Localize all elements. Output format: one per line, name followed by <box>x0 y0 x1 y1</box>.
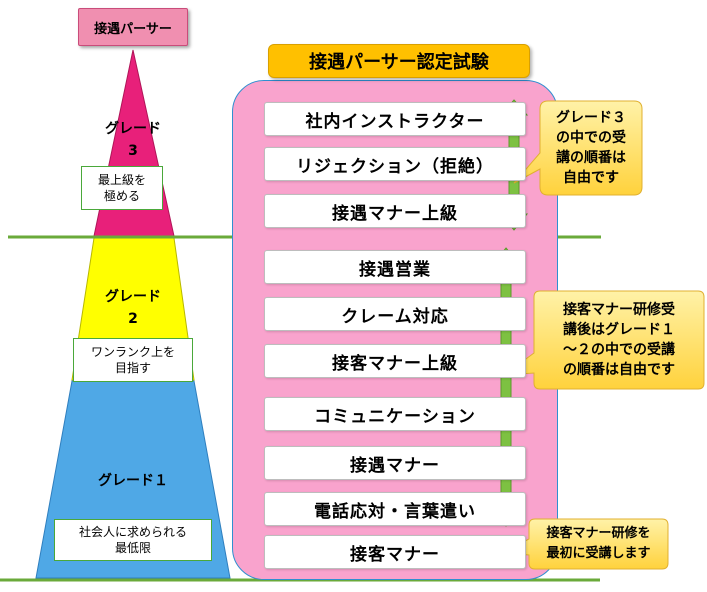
course-hospitality-sales: 接遇営業 <box>264 250 526 284</box>
grade3-label: グレード 3 <box>103 118 163 162</box>
course-customer-manners: 接客マナー <box>264 535 526 569</box>
course-internal-instructor: 社内インストラクター <box>264 102 526 136</box>
grade1-title: グレード１ <box>98 473 168 489</box>
course-complaint-handling: クレーム対応 <box>264 297 526 331</box>
certification-title: 接遇パーサー認定試験 <box>268 44 530 78</box>
grade1-note: 社会人に求められる 最低限 <box>54 519 212 561</box>
grade3-note: 最上級を 極める <box>81 166 163 210</box>
callout-first-text: 接客マナー研修を 最初に受講します <box>546 526 651 561</box>
course-phone-language: 電話応対・言葉遣い <box>264 492 526 526</box>
grade2-label: グレード 2 <box>100 286 166 330</box>
course-hospitality-manners: 接遇マナー <box>264 446 526 480</box>
grade1-label: グレード１ <box>78 470 188 492</box>
course-customer-manners-advanced: 接客マナー上級 <box>264 344 526 378</box>
grade3-title: グレード <box>105 121 161 137</box>
pyramid-top-badge: 接遇パーサー <box>78 8 188 46</box>
grade2-note: ワンランク上を 目指す <box>73 338 193 382</box>
course-rejection: リジェクション（拒絶） <box>264 147 526 181</box>
course-communication: コミュニケーション <box>264 397 526 431</box>
grade3-number: 3 <box>128 143 138 159</box>
course-hospitality-advanced: 接遇マナー上級 <box>264 194 526 228</box>
callout-grade12-text: 接客マナー研修受 講後はグレード１ ～２の中での受講 の順番は自由です <box>563 302 675 378</box>
callout-grade3-text: グレード３ の中での受 講の順番は 自由です <box>556 110 626 186</box>
grade2-title: グレード <box>105 289 161 305</box>
grade2-number: 2 <box>128 311 138 327</box>
